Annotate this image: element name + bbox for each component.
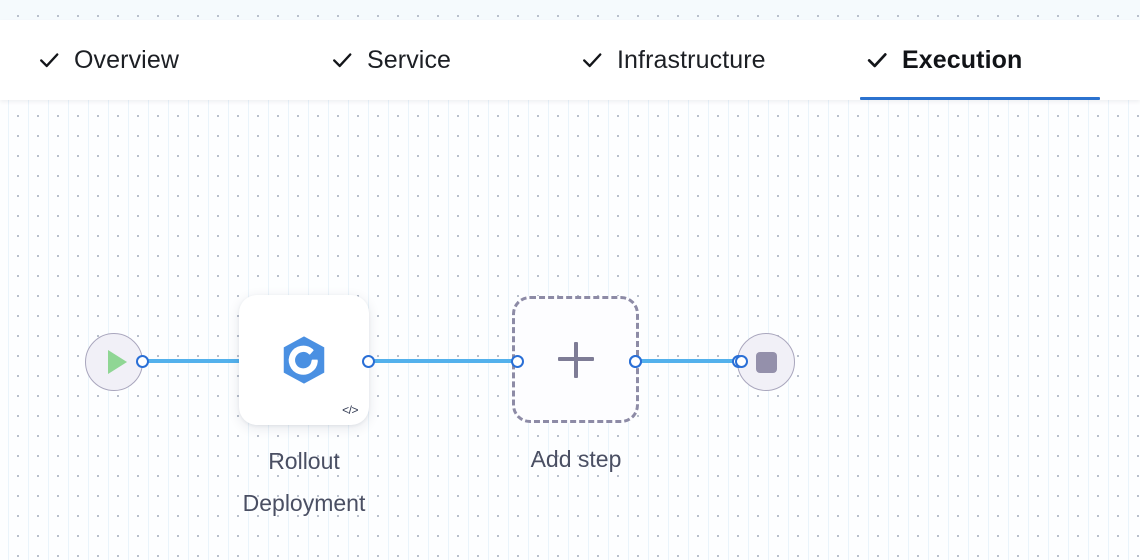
edge-addstep-to-end[interactable] <box>634 359 740 363</box>
tab-service[interactable]: Service <box>325 20 457 100</box>
tab-execution[interactable]: Execution <box>860 20 1100 100</box>
tab-label: Infrastructure <box>617 45 766 74</box>
start-node-output-handle[interactable] <box>136 355 149 368</box>
tab-label: Overview <box>74 45 179 74</box>
end-node-input-handle[interactable] <box>735 355 748 368</box>
active-tab-underline <box>860 97 1100 100</box>
add-step-input-handle-left[interactable] <box>629 355 642 368</box>
rollout-step-label: Rollout Deployment <box>242 448 366 516</box>
check-icon <box>331 49 353 71</box>
check-icon <box>38 49 60 71</box>
canvas-top-strip <box>0 0 1140 20</box>
add-step-placeholder[interactable] <box>512 296 639 423</box>
code-view-icon[interactable]: </> <box>342 403 358 417</box>
start-node[interactable] <box>85 333 143 391</box>
rollout-deployment-icon <box>277 333 331 387</box>
check-icon <box>581 49 603 71</box>
edge-rollout-to-addstep[interactable] <box>366 359 518 363</box>
plus-icon <box>557 341 594 378</box>
rollout-deployment-step[interactable]: </> <box>239 295 369 425</box>
pipeline-flow-graph: </> Rollout Deployment Add step <box>0 100 1140 560</box>
stop-icon <box>755 351 777 373</box>
check-icon <box>866 49 888 71</box>
play-icon <box>107 350 127 374</box>
rollout-step-input-handle[interactable] <box>362 355 375 368</box>
rollout-step-output-handle[interactable] <box>511 355 524 368</box>
wizard-tabstrip: Overview Service Infrastructure <box>0 20 1140 100</box>
tab-infrastructure[interactable]: Infrastructure <box>575 20 772 100</box>
tab-overview[interactable]: Overview <box>32 20 185 100</box>
edge-start-to-rollout[interactable] <box>140 359 244 363</box>
tab-label: Execution <box>902 45 1023 74</box>
tab-label: Service <box>367 45 452 74</box>
wizard-header: Overview Service Infrastructure <box>0 20 1140 100</box>
add-step-label: Add step <box>530 446 622 472</box>
